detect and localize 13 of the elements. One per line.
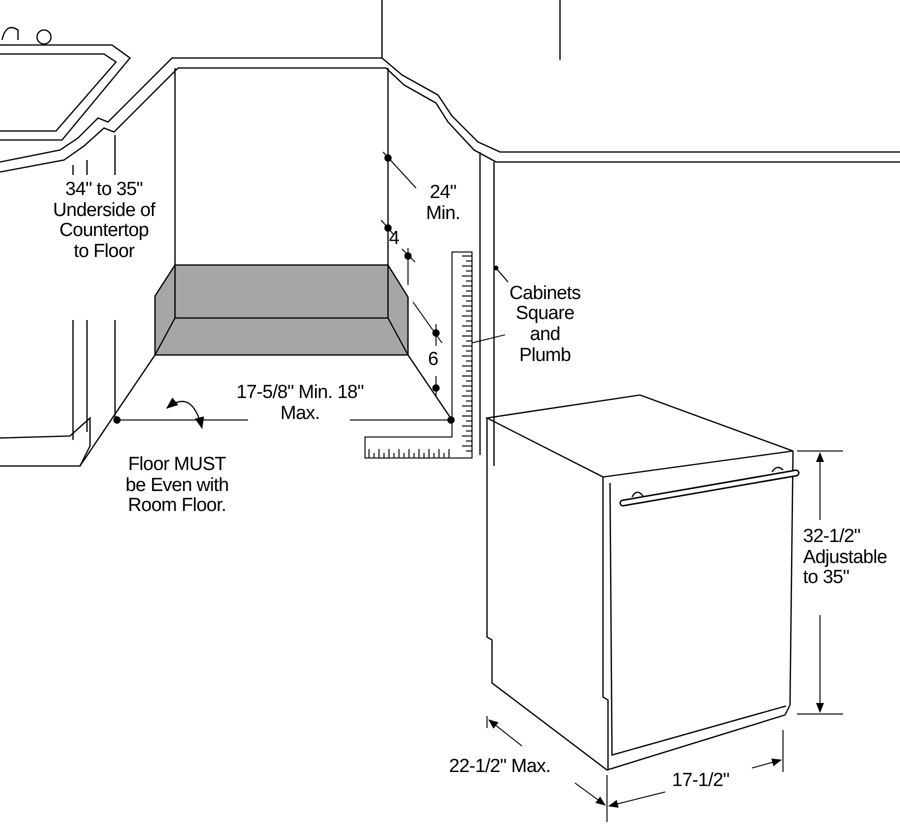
leader-line (472, 334, 506, 344)
leader-line (494, 266, 509, 282)
carpenter-square-drawing (364, 252, 472, 458)
dimension-label: 24" Min. (425, 183, 461, 224)
dimension-label: 17-1/2" (672, 771, 730, 792)
dimension-label: 17-5/8" Min. 18" Max. (235, 383, 365, 424)
dimension-label: 32-1/2" Adjustable to 35" (803, 527, 888, 589)
dimension-label: Floor MUST be Even with Room Floor. (124, 455, 230, 517)
dimension-label: 4 (389, 229, 400, 250)
dimension-label: 6 (428, 350, 438, 371)
dimension-label: 34" to 35" Underside of Countertop to Floor (52, 180, 156, 262)
callout-text: Cabinets Square and Plumb (508, 284, 582, 366)
dimension-label: 22-1/2" Max. (449, 757, 550, 778)
